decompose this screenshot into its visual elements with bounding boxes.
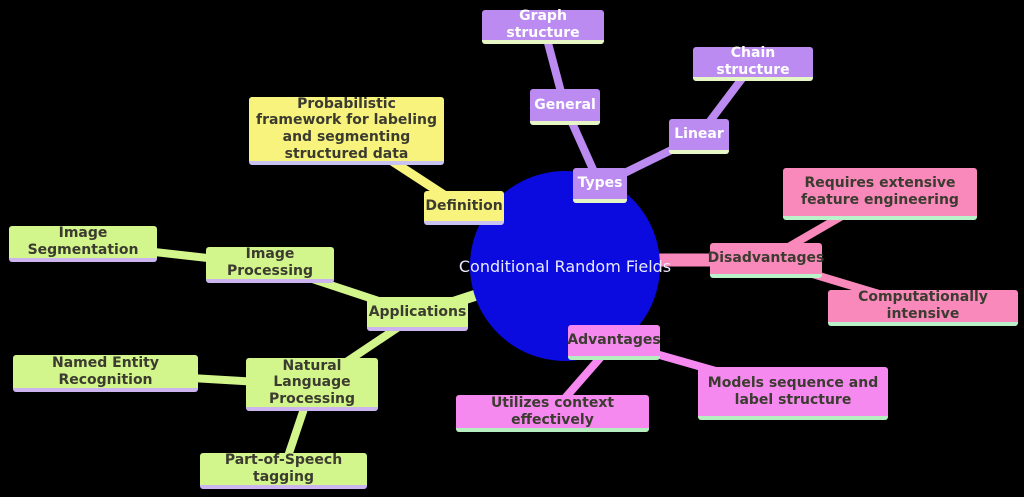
node-computationally-intensive[interactable]: Computationally intensive [828,289,1018,326]
node-types[interactable]: Types [573,168,627,203]
node-image-segmentation[interactable]: Image Segmentation [9,225,157,262]
node-linear[interactable]: Linear [669,119,729,154]
node-part-of-speech-tagging[interactable]: Part-of-Speech tagging [200,452,367,489]
node-models-sequence[interactable]: Models sequence and label structure [698,367,888,420]
node-utilizes-context[interactable]: Utilizes context effectively [456,395,649,432]
node-advantages[interactable]: Advantages [567,325,661,360]
node-general[interactable]: General [530,89,600,125]
node-image-processing[interactable]: Image Processing [206,246,334,283]
node-definition-detail[interactable]: Probabilistic framework for labeling and… [249,96,444,165]
node-named-entity-recognition[interactable]: Named Entity Recognition [13,355,198,392]
node-chain-structure[interactable]: Chain structure [693,45,813,81]
node-applications[interactable]: Applications [367,297,468,331]
node-disadvantages[interactable]: Disadvantages [708,243,824,278]
node-graph-structure[interactable]: Graph structure [482,8,604,44]
node-natural-language-processing[interactable]: Natural Language Processing [246,358,378,411]
node-definition[interactable]: Definition [424,191,504,225]
node-requires-feature-engineering[interactable]: Requires extensive feature engineering [783,168,977,220]
